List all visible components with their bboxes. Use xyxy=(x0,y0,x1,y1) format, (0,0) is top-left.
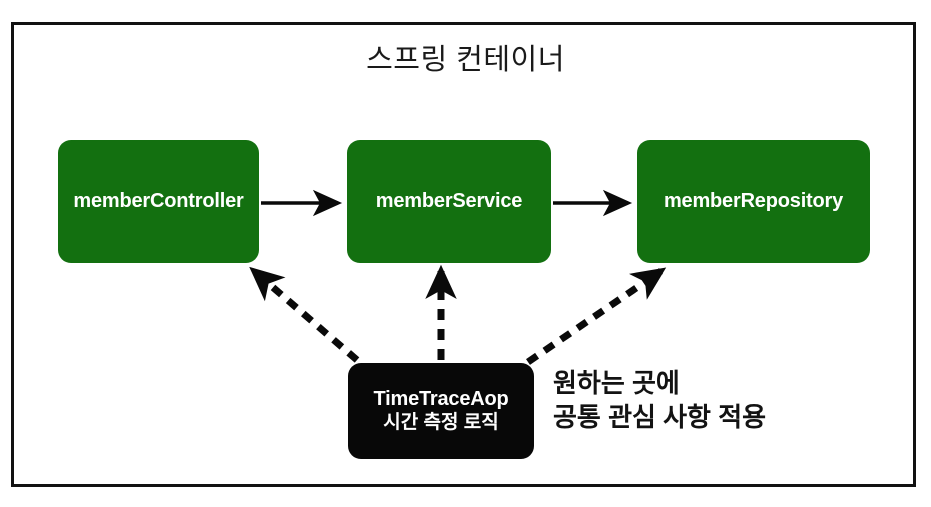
bean-member-repository-label: memberRepository xyxy=(663,190,844,212)
aspect-time-trace-aop[interactable]: TimeTraceAop 시간 측정 로직 xyxy=(348,363,534,459)
annotation-line-1: 원하는 곳에 xyxy=(553,368,680,398)
bean-member-service-label: memberService xyxy=(375,190,523,212)
aspect-title: TimeTraceAop xyxy=(373,388,509,411)
bean-member-controller[interactable]: memberController xyxy=(58,140,259,263)
aspect-subtitle: 시간 측정 로직 xyxy=(383,411,499,433)
bean-member-service[interactable]: memberService xyxy=(347,140,551,263)
page-title: 스프링 컨테이너 xyxy=(366,44,565,76)
bean-member-controller-label: memberController xyxy=(73,190,244,212)
bean-member-repository[interactable]: memberRepository xyxy=(637,140,870,263)
annotation-line-2: 공통 관심 사항 적용 xyxy=(553,402,767,433)
annotation-text: 원하는 곳에 공통 관심 사항 적용 xyxy=(553,366,766,435)
